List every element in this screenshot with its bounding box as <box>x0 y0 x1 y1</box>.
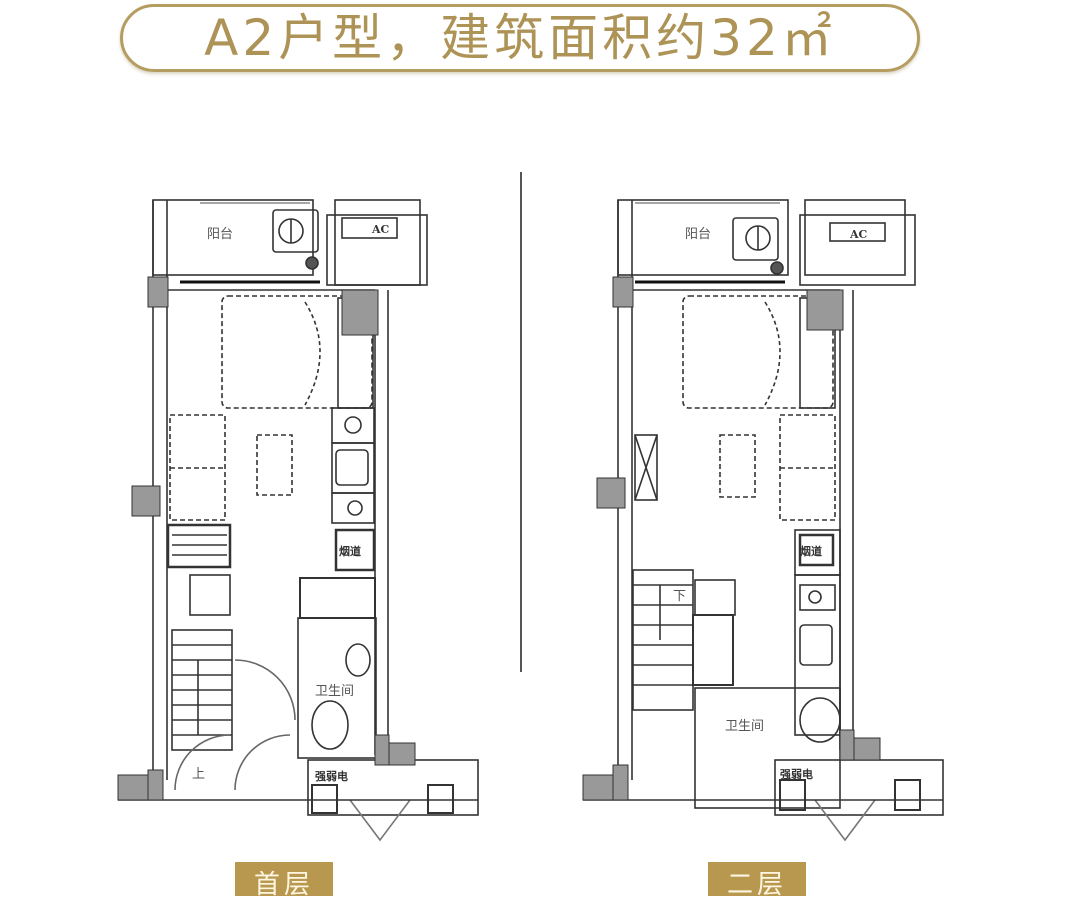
stairs-down-label: 下 <box>673 589 686 604</box>
page-title: A2户型，建筑面积约32㎡ <box>204 9 836 67</box>
meter-box-label: 强弱电 <box>315 769 348 783</box>
balcony-label: 阳台 <box>207 227 233 242</box>
ac-label: AC <box>371 223 390 236</box>
second-floor-plan: 阳台 AC 烟道 卫生间 下 强弱电 <box>575 190 955 850</box>
stairs-up-label: 上 <box>192 767 205 782</box>
ac-label: AC <box>849 228 868 241</box>
bathroom-label: 卫生间 <box>315 684 354 699</box>
meter-box-label: 强弱电 <box>780 767 813 781</box>
flue-label: 烟道 <box>339 544 361 558</box>
first-floor-plan: 阳台 AC 烟道 卫生间 上 强弱电 <box>110 190 490 850</box>
title-banner: A2户型，建筑面积约32㎡ <box>120 4 920 72</box>
plan-divider <box>520 172 522 672</box>
balcony-label: 阳台 <box>685 227 711 242</box>
bathroom-label: 卫生间 <box>725 719 764 734</box>
flue-label: 烟道 <box>800 544 822 558</box>
